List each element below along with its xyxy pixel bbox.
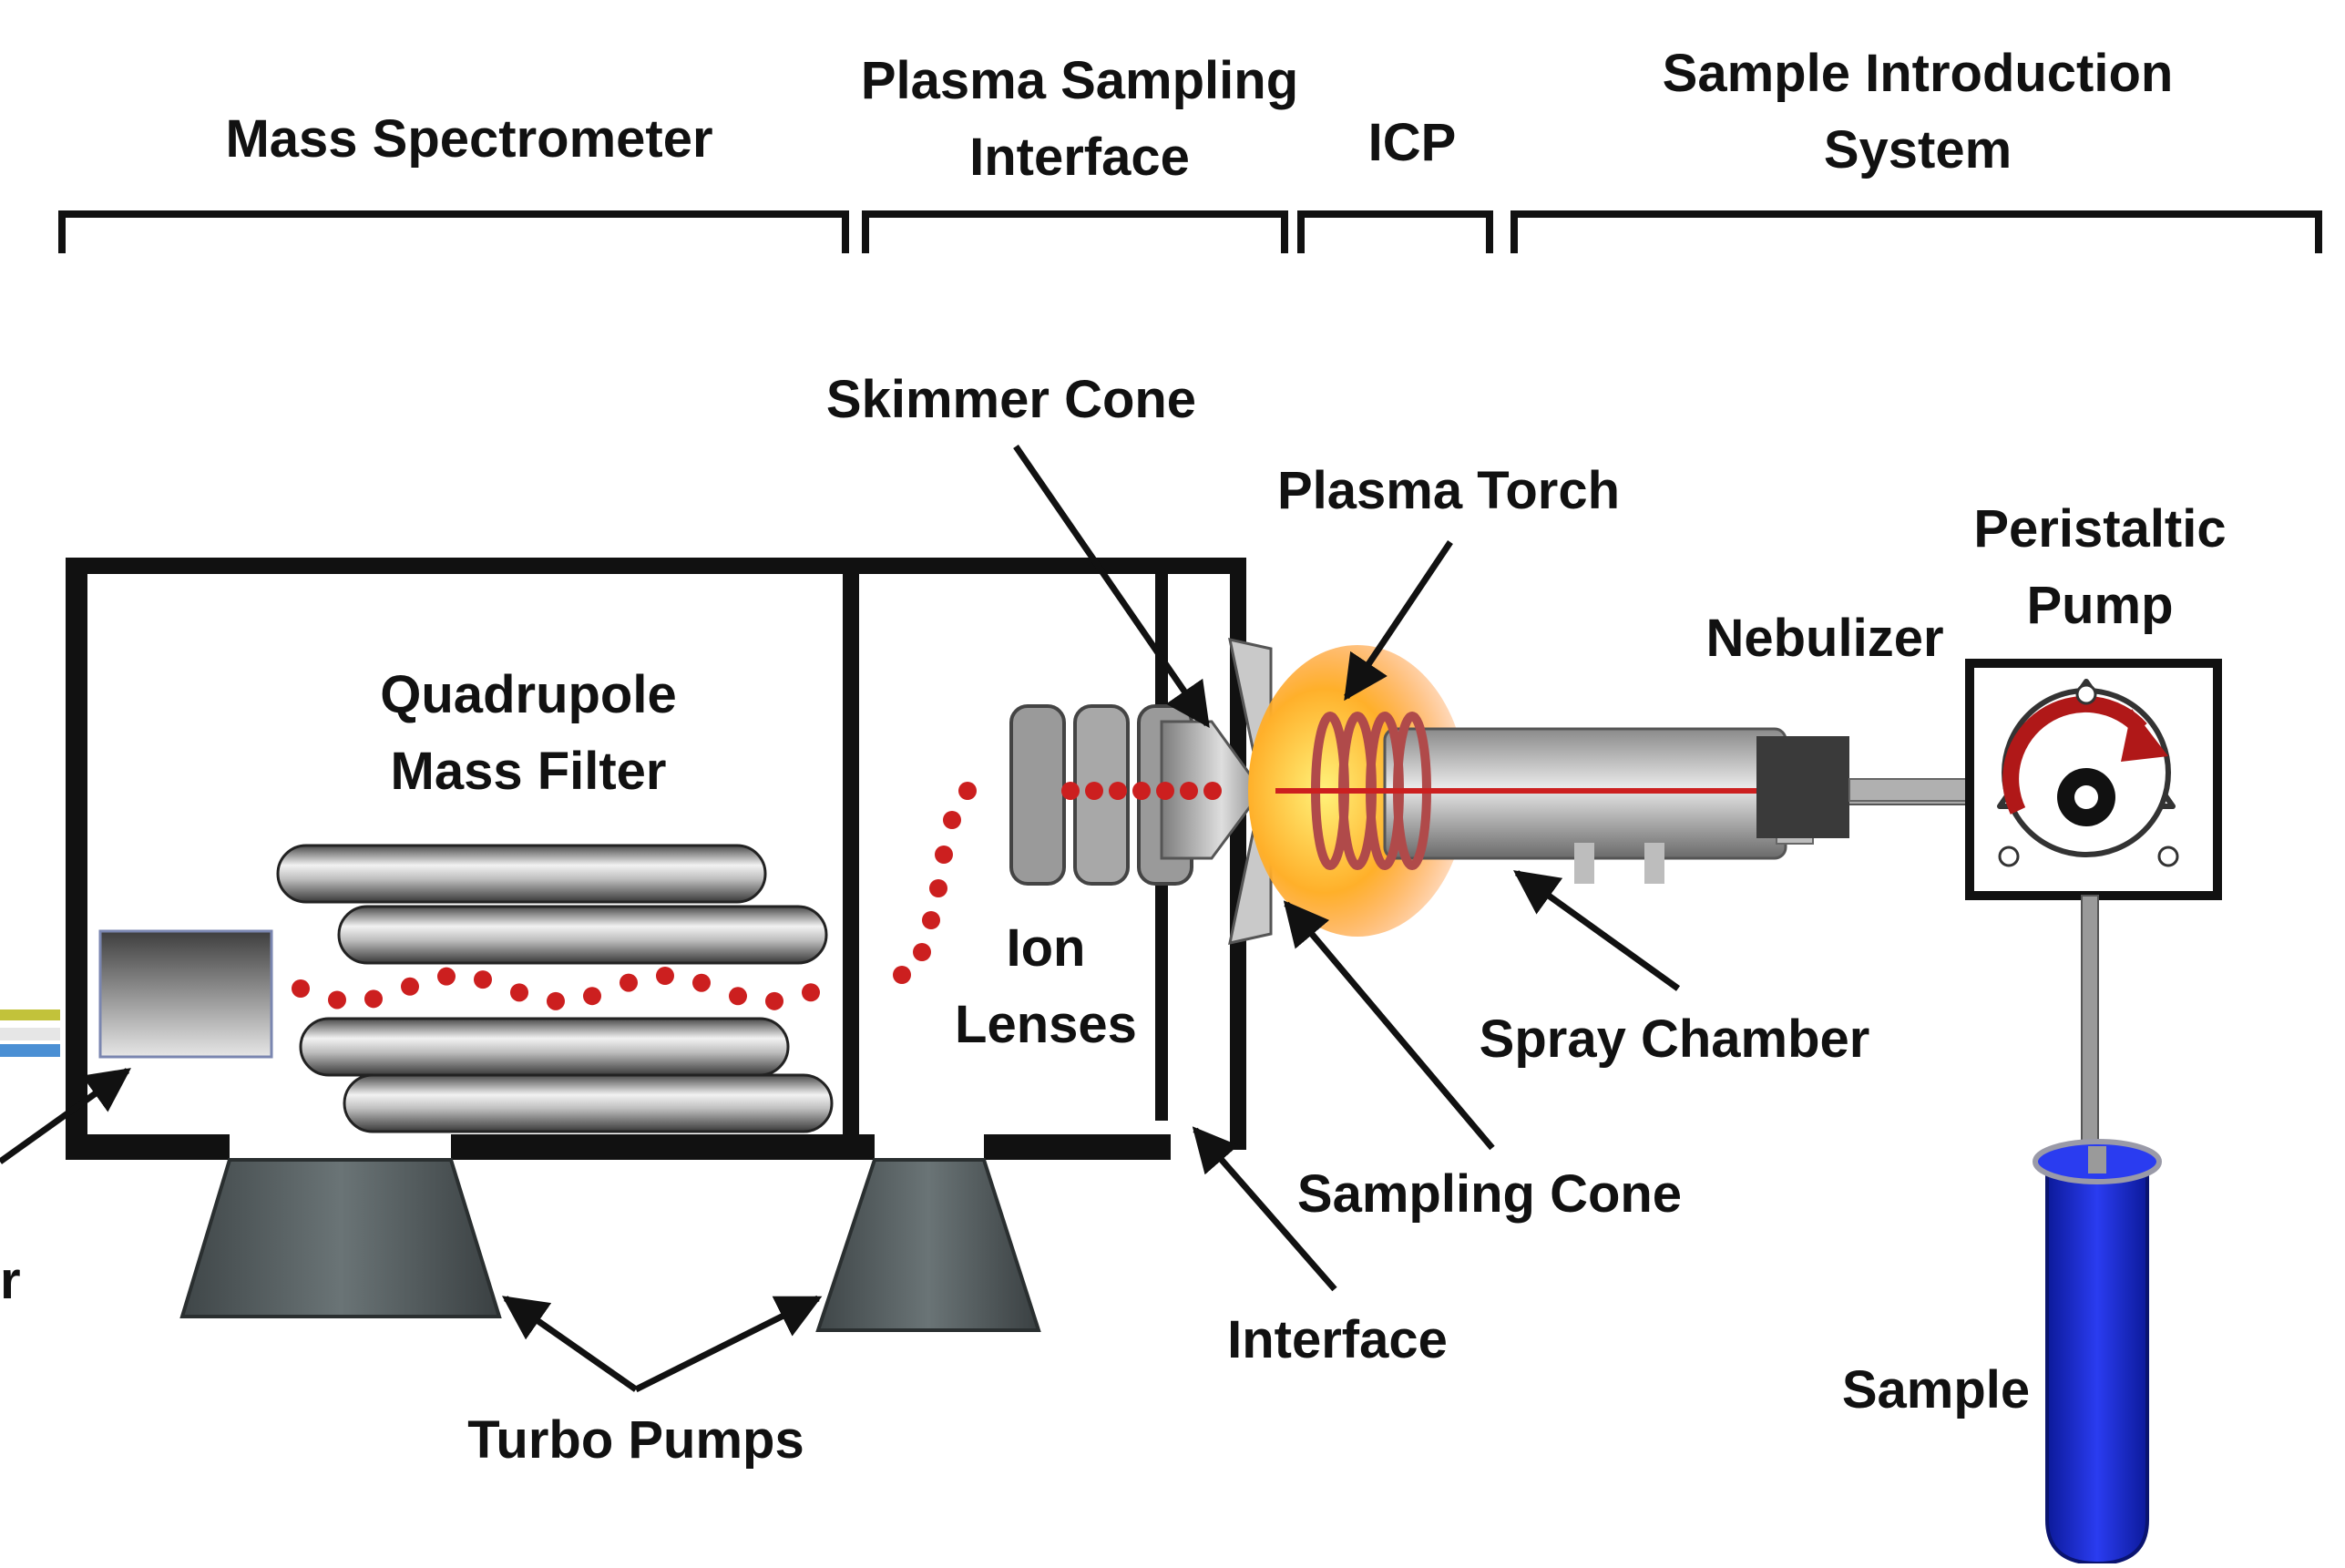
detector-block: [98, 929, 273, 1059]
arrow-turbo-pump-right: [634, 1295, 823, 1393]
section-label-sample-intro-line2: System: [1824, 120, 2012, 179]
section-label-plasma-sampling-line1: Plasma Sampling: [861, 51, 1298, 110]
ion-dot: [1109, 782, 1127, 800]
vacuum-chamber: [66, 558, 1246, 1160]
ion-dot: [929, 879, 947, 897]
label-skimmer-cone: Skimmer Cone: [826, 370, 1196, 429]
label-quadrupole-line2: Mass Filter: [391, 742, 667, 801]
ion-dot: [913, 943, 931, 961]
ion-dot: [1203, 782, 1222, 800]
turbo-pumps: [179, 1158, 1041, 1332]
ion-dot: [692, 973, 711, 992]
ion-dot: [1180, 782, 1198, 800]
label-ion-lenses-line2: Lenses: [955, 995, 1137, 1054]
arrow-skimmer-cone: [1013, 445, 1210, 729]
section-headers: Mass Spectrometer Plasma Sampling Interf…: [58, 44, 2322, 253]
detector: r: [0, 929, 273, 1310]
pointer-arrows: [501, 445, 1681, 1393]
ion-dot: [292, 979, 310, 998]
ion-dot: [802, 983, 820, 1002]
ion-dot: [765, 991, 783, 1010]
ion-dot: [1085, 782, 1103, 800]
bracket-sample-intro: [1510, 210, 2322, 253]
turbo-pump-left: [179, 1158, 502, 1318]
bracket-mass-spectrometer: [58, 210, 849, 253]
ion-dot: [583, 987, 601, 1006]
label-sampling-cone: Sampling Cone: [1297, 1164, 1682, 1224]
ion-dot: [1156, 782, 1174, 800]
label-nebulizer: Nebulizer: [1705, 609, 1943, 668]
arrow-spray-chamber: [1513, 870, 1681, 991]
detector-arrow: [0, 1068, 131, 1164]
pump-rotation-arrow: [2002, 695, 2147, 815]
label-quadrupole-line1: Quadrupole: [380, 665, 676, 724]
ion-dot: [922, 911, 940, 929]
ion-dot: [620, 973, 638, 992]
ion-dot: [729, 987, 747, 1006]
section-label-sample-intro-line1: Sample Introduction: [1663, 44, 2174, 103]
turbo-pump-right: [815, 1158, 1041, 1332]
ion-dot: [401, 977, 419, 996]
ion-dot: [474, 970, 492, 989]
ion-dot: [656, 967, 674, 986]
component-labels: Skimmer Cone Plasma Torch Peristaltic Pu…: [380, 370, 2226, 1470]
label-sample: Sample: [1842, 1360, 2030, 1419]
ion-dot: [958, 782, 977, 800]
label-spray-chamber: Spray Chamber: [1480, 1009, 1870, 1069]
section-label-mass-spectrometer: Mass Spectrometer: [225, 109, 712, 169]
peristaltic-pump: [1965, 659, 2222, 1156]
ion-dot: [893, 966, 911, 984]
label-peristaltic-pump-line1: Peristaltic: [1973, 499, 2226, 559]
label-turbo-pumps: Turbo Pumps: [467, 1410, 804, 1470]
ion-dot: [943, 811, 961, 829]
arrow-plasma-torch: [1344, 540, 1453, 702]
ion-dot: [510, 983, 528, 1002]
ion-dot: [328, 990, 346, 1009]
arrow-interface: [1192, 1126, 1337, 1292]
bracket-plasma-sampling: [862, 210, 1288, 253]
ion-dot: [1061, 782, 1080, 800]
section-label-icp: ICP: [1368, 113, 1457, 172]
ion-dot: [364, 989, 383, 1009]
label-ion-lenses-line1: Ion: [1007, 918, 1086, 978]
nebulizer: [1756, 736, 1969, 838]
detector-label-partial: r: [0, 1251, 21, 1310]
ion-dot: [437, 967, 456, 986]
ion-dot: [547, 991, 565, 1010]
section-label-plasma-sampling-line2: Interface: [969, 128, 1190, 187]
quadrupole-rods: [276, 844, 834, 1133]
ion-dot: [1132, 782, 1151, 800]
bracket-icp: [1297, 210, 1493, 253]
nebulizer-block: [1756, 736, 1849, 838]
label-plasma-torch: Plasma Torch: [1277, 461, 1620, 520]
ion-beam: [292, 782, 1222, 1010]
plasma-torch: [1248, 645, 1814, 937]
arrow-turbo-pump-left: [501, 1296, 639, 1392]
sample-tube: [2033, 1139, 2162, 1566]
label-interface: Interface: [1227, 1310, 1448, 1369]
label-peristaltic-pump-line2: Pump: [2026, 576, 2173, 635]
arrow-sampling-cone: [1283, 900, 1495, 1151]
ion-dot: [935, 845, 953, 864]
